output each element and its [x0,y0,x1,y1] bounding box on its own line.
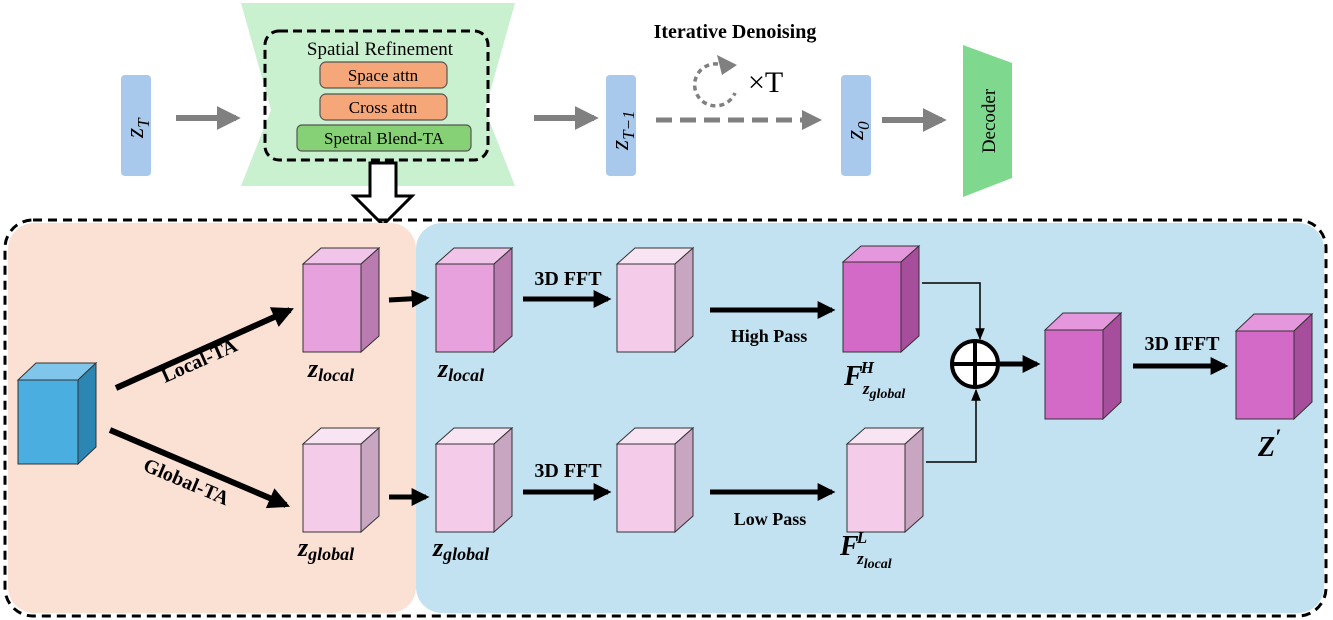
freq-cube-top [615,246,695,354]
output-cube [1234,312,1314,421]
merge-line-top [922,282,985,341]
arrow-zlocal-to-zlocal [388,289,430,308]
z-prime-label: Z′ [1257,424,1281,463]
space-attn-label: Space attn [348,66,419,85]
cross-attn-block [319,93,448,121]
ztm1-label: zT−1 [605,110,638,151]
input-cube [16,361,98,466]
blend-ta-block [296,124,472,152]
hollow-down-arrow [350,161,416,228]
merged-cube [1043,311,1123,421]
decoder-label: Decoder [979,88,1000,153]
z-local-label-2: zlocal [437,354,484,385]
z-local-cube-2 [434,246,514,354]
decoder-shape [963,45,1012,197]
blend-ta-label: Spetral Blend-TA [324,129,445,148]
f-high-cube [841,244,921,354]
cross-attn-label: Cross attn [349,98,418,117]
z-global-label-2: zglobal [432,533,489,564]
z-global-cube-1 [301,426,381,534]
freq-cube-bottom [615,426,695,534]
ifft-label: 3D IFFT [1145,333,1221,355]
loop-arrowhead [717,55,737,75]
local-ta-arrow [114,307,294,391]
z0-latent-box [841,75,871,176]
high-pass-label: High Pass [731,326,808,346]
ztm1-latent-box [606,75,636,176]
z-local-label-1: zlocal [307,354,354,385]
z-global-cube-2 [434,426,514,534]
pipeline-row: zT Spatial Refinement Space attn Cross a… [120,3,1012,228]
detail-dashed-frame [3,218,1328,618]
iterative-denoising-title: Iterative Denoising [654,21,817,43]
zt-latent-box [121,75,151,176]
z-local-cube-1 [301,246,381,354]
f-low-cube [845,426,925,534]
z-global-label-1: zglobal [297,533,354,564]
low-pass-label: Low Pass [734,509,807,529]
sum-operator-icon [950,339,1000,389]
merge-line-bottom [926,388,981,463]
loop-icon [692,62,737,108]
spatial-refinement-box [263,29,490,162]
detail-panel: Local-TA Global-TA zlocal zglobal [3,218,1328,618]
times-t-label: ×T [748,66,783,99]
zt-label: zT [120,117,153,139]
z0-label: z0 [840,121,873,141]
spatial-refinement-title: Spatial Refinement [307,39,454,60]
space-attn-block [319,61,448,89]
fft-top-label: 3D FFT [534,268,602,290]
fft-bottom-label: 3D FFT [534,460,602,482]
global-ta-arrow [108,427,290,509]
